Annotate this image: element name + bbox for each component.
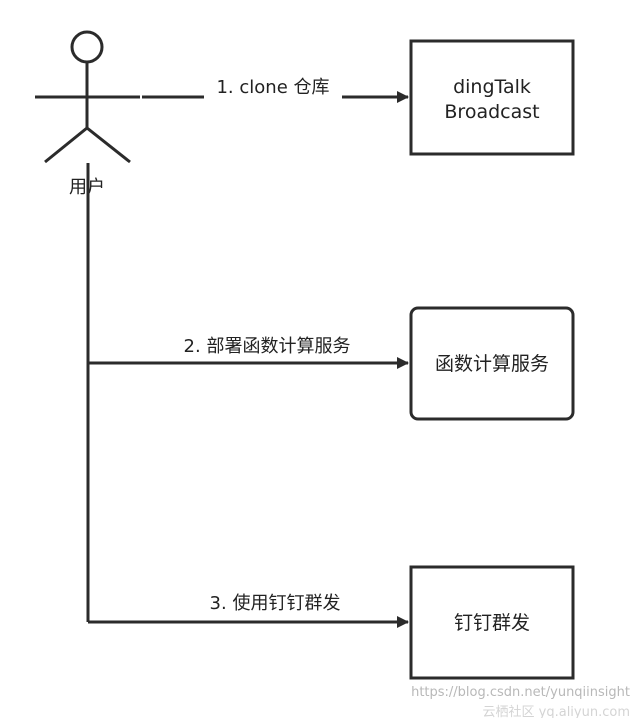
box-dingtalk-broadcast [409, 39, 575, 156]
user-actor [35, 30, 140, 164]
actor-right-leg [86, 126, 131, 164]
step-2-label: 2. 部署函数计算服务 [184, 336, 351, 357]
box-3-line-1: 钉钉群发 [454, 612, 530, 634]
box-function-compute [409, 306, 575, 421]
actor-left-leg [44, 126, 88, 164]
box-1-line-2: Broadcast [444, 101, 539, 123]
watermark-site: 云栖社区 yq.aliyun.com [483, 704, 630, 718]
watermark-url: https://blog.csdn.net/yunqiinsight [411, 685, 630, 700]
box-1-line-1: dingTalk [453, 76, 531, 98]
step-3-label: 3. 使用钉钉群发 [210, 593, 341, 614]
actor-head [70, 30, 104, 64]
box-dingtalk-group [409, 565, 575, 680]
step-1-label-bg [204, 74, 342, 100]
step-1-label: 1. clone 仓库 [216, 77, 329, 98]
box-2-line-1: 函数计算服务 [435, 353, 549, 375]
